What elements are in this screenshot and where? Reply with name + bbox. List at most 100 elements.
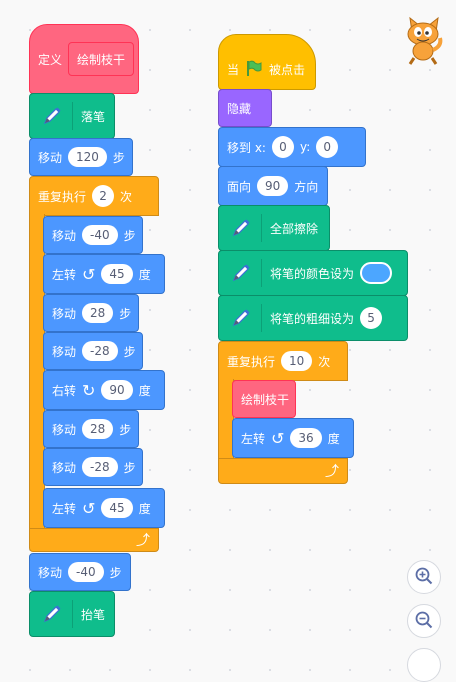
steps-input[interactable]: 120 [68, 147, 107, 167]
steps-unit: 步 [123, 228, 136, 243]
inner-move-block[interactable]: 移动 -28 步 [43, 448, 143, 486]
move-label: 移动 [52, 228, 77, 243]
loop-arrow-icon: ⤴ [325, 464, 339, 480]
zoom-in-button[interactable] [407, 560, 441, 594]
goto-label: 移到 x: [227, 140, 266, 155]
move-label: 移动 [52, 422, 77, 437]
define-label: 定义 [38, 52, 63, 67]
move-label: 移动 [52, 306, 77, 321]
procedure-name[interactable]: 绘制枝干 [68, 42, 135, 76]
inner-turn-right-block[interactable]: 右转 ↻ 90 度 [43, 370, 165, 410]
rotate-left-icon: ↺ [82, 264, 96, 284]
turn-left-label: 左转 [241, 431, 266, 446]
repeat-unit: 次 [120, 189, 133, 204]
degrees-unit: 度 [138, 501, 151, 516]
set-color-label: 将笔的颜色设为 [270, 266, 355, 281]
move-label: 移动 [38, 150, 63, 165]
repeat-count-input[interactable]: 10 [281, 351, 313, 371]
rotate-left-icon: ↺ [271, 428, 285, 448]
steps-input[interactable]: -40 [82, 225, 118, 245]
turn-right-label: 右转 [52, 383, 77, 398]
degrees-unit: 度 [138, 383, 151, 398]
pen-up-block[interactable]: 抬笔 [29, 591, 115, 637]
hide-block[interactable]: 隐藏 [218, 89, 272, 127]
degrees-unit: 度 [327, 431, 340, 446]
set-pen-size-block[interactable]: 将笔的粗细设为 5 [218, 295, 408, 341]
turn-left-label: 左转 [52, 267, 77, 282]
turn-left-label: 左转 [52, 501, 77, 516]
y-input[interactable]: 0 [316, 136, 339, 158]
set-pen-color-block[interactable]: 将笔的颜色设为 [218, 250, 408, 296]
loop-arrow-icon: ⤴ [136, 533, 150, 549]
clicked-label: 被点击 [269, 62, 306, 77]
inner-turn-left-block[interactable]: 左转 ↺ 45 度 [43, 488, 165, 528]
pen-up-label: 抬笔 [81, 607, 106, 622]
steps-input[interactable]: -28 [82, 341, 118, 361]
color-swatch[interactable] [360, 262, 393, 284]
pen-icon [227, 304, 262, 332]
repeat-block[interactable]: 重复执行 2 次 [29, 176, 159, 216]
rotate-right-icon: ↻ [82, 380, 96, 400]
steps-unit: 步 [123, 344, 136, 359]
scratch-cat-icon [400, 14, 446, 66]
x-input[interactable]: 0 [271, 136, 294, 158]
repeat-unit: 次 [318, 354, 331, 369]
degrees-input[interactable]: 45 [101, 498, 133, 518]
goto-xy-block[interactable]: 移到 x: 0 y: 0 [218, 127, 366, 167]
degrees-input[interactable]: 90 [101, 380, 133, 400]
inner-move-block[interactable]: 移动 28 步 [43, 294, 139, 332]
direction-input[interactable]: 90 [257, 176, 289, 196]
hide-label: 隐藏 [227, 101, 252, 116]
green-flag-icon [245, 59, 263, 80]
degrees-input[interactable]: 36 [290, 428, 322, 448]
move-steps-block[interactable]: 移动 120 步 [29, 138, 133, 176]
degrees-unit: 度 [138, 267, 151, 282]
steps-unit: 步 [112, 150, 125, 165]
repeat-block[interactable]: 重复执行 10 次 [218, 341, 348, 381]
steps-input[interactable]: -28 [82, 457, 118, 477]
steps-input[interactable]: 28 [82, 419, 114, 439]
repeat-label: 重复执行 [38, 189, 87, 204]
pen-down-block[interactable]: 落笔 [29, 93, 115, 139]
zoom-out-icon [414, 610, 434, 633]
pen-down-label: 落笔 [81, 109, 106, 124]
pen-icon [38, 600, 73, 628]
zoom-reset-button[interactable] [407, 648, 441, 682]
zoom-in-icon [414, 566, 434, 589]
steps-unit: 步 [119, 422, 132, 437]
define-hat-block[interactable]: 定义 绘制枝干 [29, 24, 139, 94]
turn-left-block[interactable]: 左转 ↺ 36 度 [232, 418, 354, 458]
inner-move-block[interactable]: 移动 -28 步 [43, 332, 143, 370]
set-size-label: 将笔的粗细设为 [270, 311, 355, 326]
call-procedure-block[interactable]: 绘制枝干 [232, 380, 296, 418]
move-label: 移动 [38, 565, 63, 580]
pen-icon [227, 259, 262, 287]
move-label: 移动 [52, 344, 77, 359]
move-steps-block[interactable]: 移动 -40 步 [29, 553, 131, 591]
repeat-foot: ⤴ [218, 458, 348, 484]
repeat-foot: ⤴ [29, 528, 159, 552]
when-flag-clicked-hat[interactable]: 当 被点击 [218, 34, 316, 90]
inner-turn-left-block[interactable]: 左转 ↺ 45 度 [43, 254, 165, 294]
zoom-out-button[interactable] [407, 604, 441, 638]
clear-label: 全部擦除 [270, 221, 319, 236]
y-label: y: [299, 140, 311, 154]
rotate-left-icon: ↺ [82, 498, 96, 518]
when-label: 当 [227, 62, 240, 77]
steps-input[interactable]: 28 [82, 303, 114, 323]
repeat-count-input[interactable]: 2 [92, 185, 115, 207]
point-direction-block[interactable]: 面向 90 方向 [218, 166, 328, 206]
call-label: 绘制枝干 [241, 392, 290, 407]
move-label: 移动 [52, 460, 77, 475]
steps-input[interactable]: -40 [68, 562, 104, 582]
steps-unit: 步 [119, 306, 132, 321]
repeat-label: 重复执行 [227, 354, 276, 369]
inner-move-block[interactable]: 移动 28 步 [43, 410, 139, 448]
steps-unit: 步 [109, 565, 122, 580]
pen-size-input[interactable]: 5 [360, 307, 383, 329]
degrees-input[interactable]: 45 [101, 264, 133, 284]
point-label: 面向 [227, 179, 252, 194]
inner-move-block[interactable]: 移动 -40 步 [43, 216, 143, 254]
direction-unit: 方向 [294, 179, 319, 194]
clear-block[interactable]: 全部擦除 [218, 205, 330, 251]
